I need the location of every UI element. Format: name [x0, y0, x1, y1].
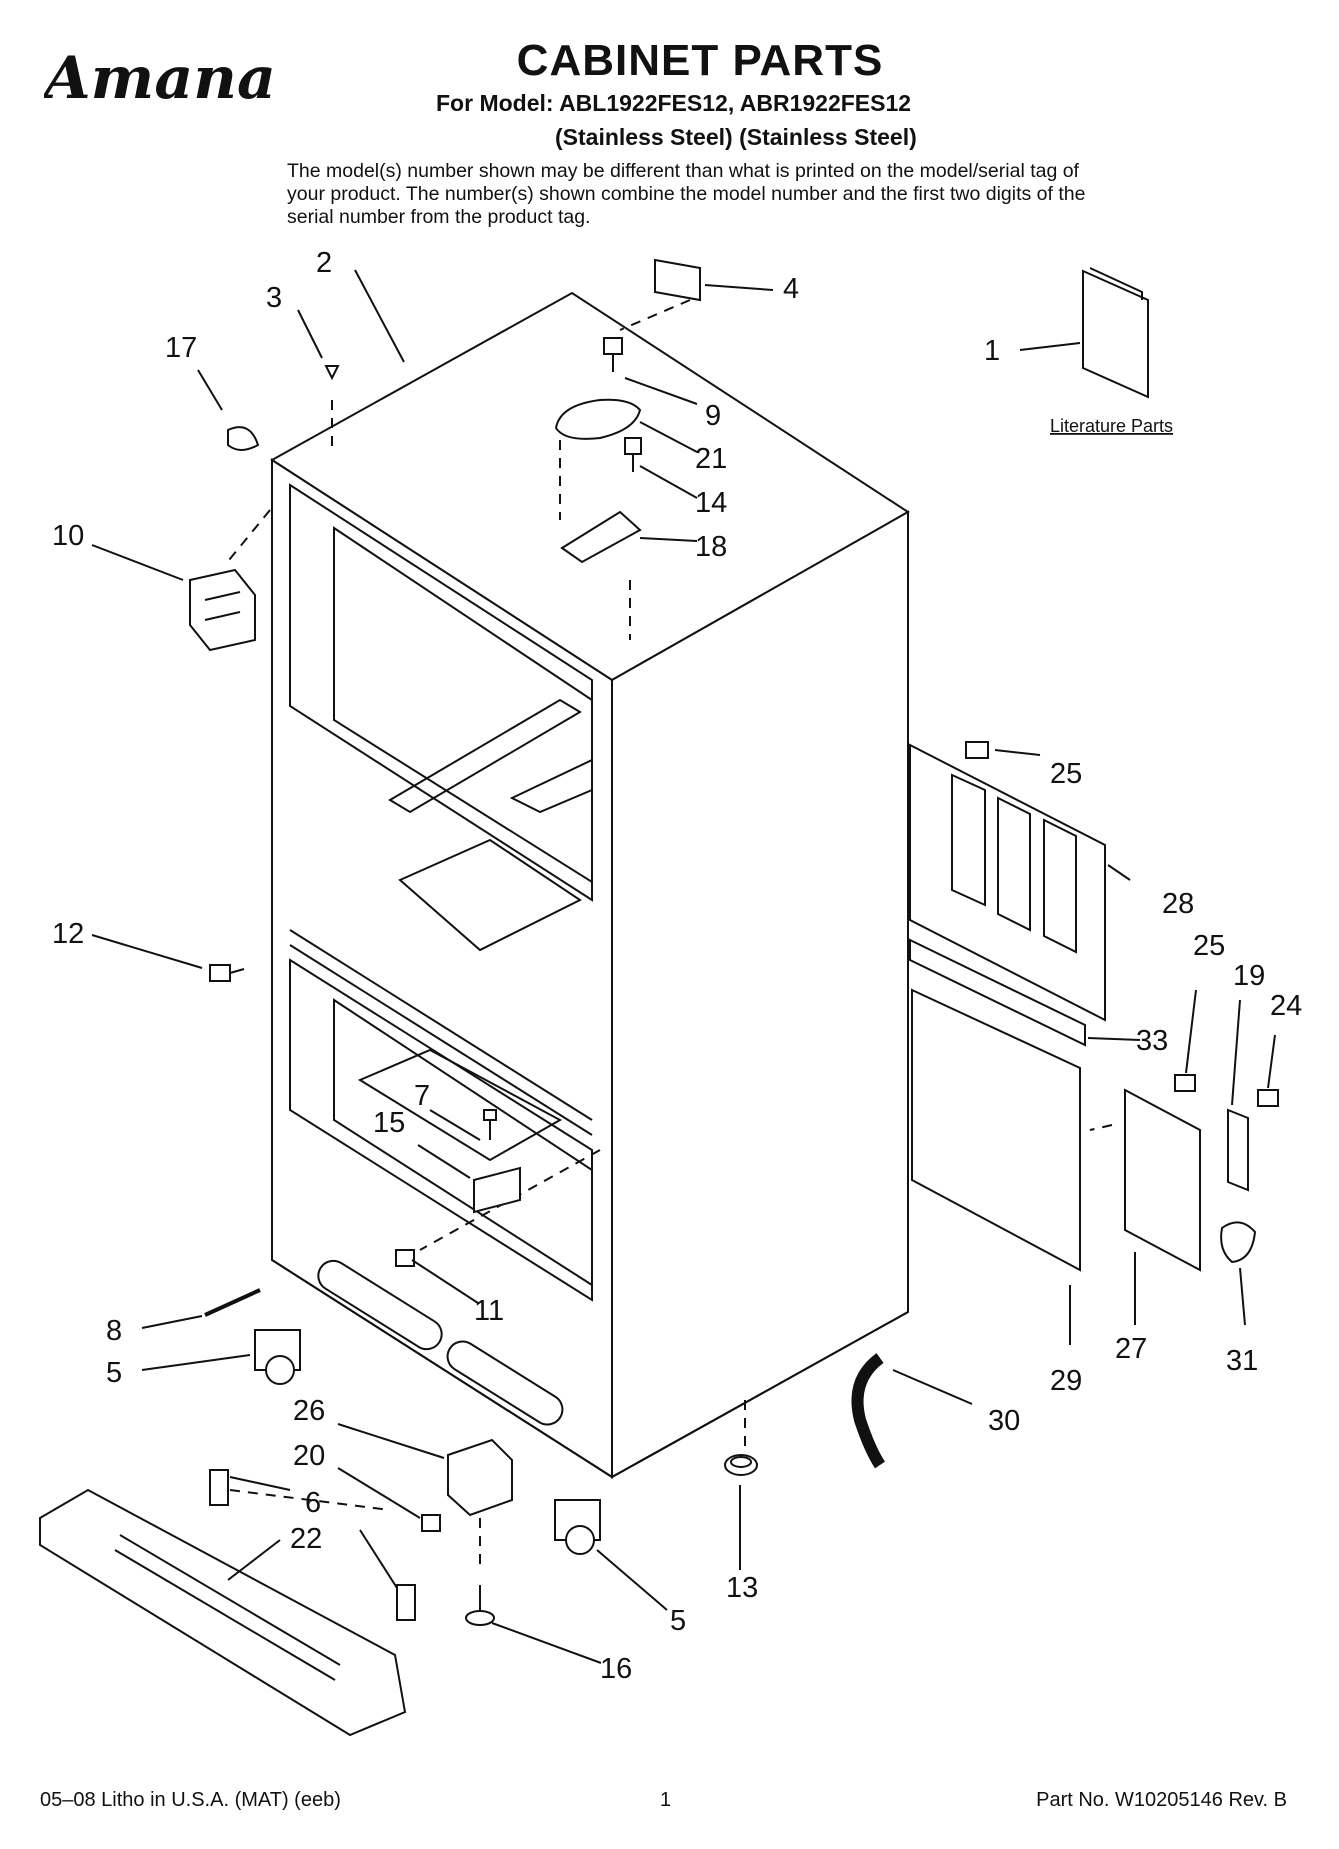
leader-lines	[91, 269, 1276, 1664]
callout-15: 15	[373, 1107, 405, 1139]
part-6-clip-right	[396, 1584, 416, 1621]
callout-12: 12	[52, 918, 84, 950]
part-26-bracket	[447, 1438, 513, 1517]
part-22-grille	[39, 1488, 407, 1737]
litho-code: 05–08 Litho in U.S.A. (MAT) (eeb)	[40, 1789, 341, 1811]
cabinet-body	[270, 291, 910, 1479]
part-16-leveler	[465, 1585, 495, 1626]
callout-2: 2	[316, 247, 332, 279]
callout-5-left: 5	[106, 1357, 122, 1389]
brand-wordmark: Amana	[44, 44, 276, 112]
part-6-clip-left	[209, 1469, 229, 1506]
callout-18: 18	[695, 531, 727, 563]
part-3-screw	[324, 365, 340, 381]
callout-25-top: 25	[1050, 758, 1082, 790]
part-11-screw	[395, 1249, 415, 1267]
callout-7: 7	[414, 1080, 430, 1112]
part-5-caster-right	[554, 1499, 601, 1555]
part-10-control-box	[189, 568, 256, 652]
callout-8: 8	[106, 1315, 122, 1347]
page-number: 1	[660, 1789, 672, 1811]
callout-30: 30	[988, 1405, 1020, 1437]
callout-1: 1	[984, 335, 1000, 367]
part-20-screw	[421, 1514, 441, 1532]
callout-3: 3	[266, 282, 282, 314]
part-24-screw	[1257, 1089, 1279, 1107]
literature-parts-label: Literature Parts	[1050, 416, 1173, 436]
callout-27: 27	[1115, 1333, 1147, 1365]
callout-26: 26	[293, 1395, 325, 1427]
part-33-strip	[909, 938, 1086, 1047]
part-21-hinge-cover	[554, 398, 642, 440]
callout-24: 24	[1270, 990, 1302, 1022]
callout-33: 33	[1136, 1025, 1168, 1057]
callout-29: 29	[1050, 1365, 1082, 1397]
callout-20: 20	[293, 1440, 325, 1472]
part-literature	[1082, 267, 1149, 399]
callout-10: 10	[52, 520, 84, 552]
part-13-plug	[724, 1454, 758, 1476]
callout-28: 28	[1162, 888, 1194, 920]
callout-19: 19	[1233, 960, 1265, 992]
callout-4: 4	[783, 273, 799, 305]
part-28-rear-cover	[909, 743, 1106, 1022]
part-18-hinge-bracket	[560, 510, 642, 564]
callout-9: 9	[705, 400, 721, 432]
callout-17: 17	[165, 332, 197, 364]
callout-25-mid: 25	[1193, 930, 1225, 962]
part-19-plate	[1227, 1108, 1249, 1192]
part-27-bracket	[1124, 1088, 1201, 1272]
part-30-tube	[851, 1353, 886, 1469]
part-number: Part No. W10205146 Rev. B	[1036, 1789, 1287, 1811]
model-note: The model(s) number shown may be differe…	[287, 160, 1086, 228]
callout-16: 16	[600, 1653, 632, 1685]
callout-6: 6	[305, 1487, 321, 1519]
part-4-label	[654, 258, 701, 302]
assembly-lines	[224, 299, 1113, 1570]
part-9-screw	[603, 337, 623, 372]
model-line: For Model: ABL1922FES12, ABR1922FES12	[436, 90, 912, 116]
callout-13: 13	[726, 1572, 758, 1604]
part-29-insulation	[911, 988, 1081, 1272]
part-7-pin	[483, 1109, 497, 1140]
part-15-bracket	[473, 1166, 521, 1214]
part-8-bolt	[204, 1288, 261, 1317]
page-title: CABINET PARTS	[516, 36, 884, 85]
finish-line: (Stainless Steel) (Stainless Steel)	[555, 124, 917, 150]
callout-31: 31	[1226, 1345, 1258, 1377]
part-25-screw-top	[965, 741, 989, 759]
part-5-caster-left	[254, 1329, 301, 1385]
callout-22: 22	[290, 1523, 322, 1555]
callout-21: 21	[695, 443, 727, 475]
callout-5-right: 5	[670, 1605, 686, 1637]
part-14-screw	[624, 437, 642, 472]
part-12-screw	[209, 964, 245, 982]
part-25-screw-mid	[1174, 1074, 1196, 1092]
amana-logo: Amana	[44, 44, 276, 112]
part-31-clip	[1220, 1221, 1257, 1264]
callout-11: 11	[474, 1295, 504, 1327]
callout-labels: 1 2 3 4 5 5 6 7 8 9 10 11 12 13 14 15 16…	[52, 247, 1302, 1685]
part-17-gasket	[227, 426, 260, 451]
callout-14: 14	[695, 487, 727, 519]
